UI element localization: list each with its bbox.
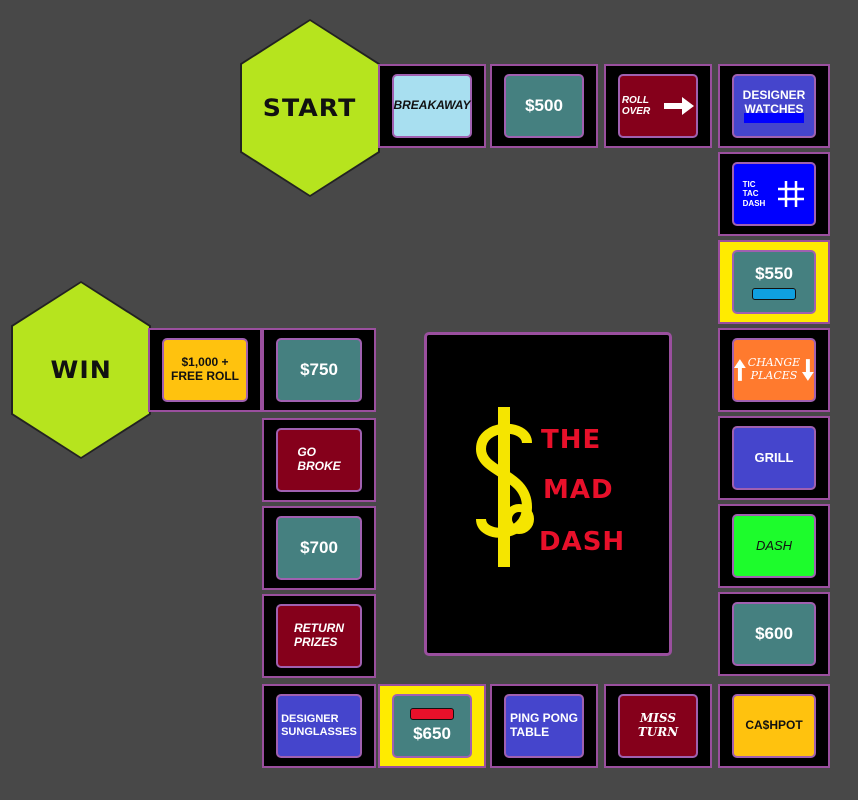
space-label: $750 (300, 360, 338, 380)
space-650[interactable]: $650 (378, 684, 486, 768)
win-space: WIN (11, 281, 151, 459)
watch-strip (744, 112, 804, 123)
space-return-prizes[interactable]: RETURN PRIZES (262, 594, 376, 678)
space-label: GO BROKE (297, 445, 341, 473)
space-label: $500 (525, 96, 563, 116)
space-550[interactable]: $550 (718, 240, 830, 324)
space-grill[interactable]: GRILL (718, 416, 830, 500)
game-logo-panel: THE MAD DASH (424, 332, 672, 656)
space-label: DASH (755, 537, 793, 553)
arrow-down-icon (802, 359, 814, 381)
space-700[interactable]: $700 (262, 506, 376, 590)
space-label: $1,000 + FREE ROLL (171, 355, 239, 383)
space-750[interactable]: $750 (262, 328, 376, 412)
space-designer-sunglasses[interactable]: DESIGNER SUNGLASSES (262, 684, 376, 768)
space-breakaway[interactable]: BREAKAWAY (378, 64, 486, 148)
space-label: RETURN PRIZES (294, 621, 344, 649)
space-label: $600 (755, 624, 793, 644)
space-label: CHANGE PLACES (747, 356, 801, 382)
space-designer-watches[interactable]: DESIGNER WATCHES (718, 64, 830, 148)
logo-mad: MAD (543, 475, 614, 505)
start-label: START (263, 94, 357, 122)
space-label: $650 (413, 724, 451, 744)
logo-dash: DASH (539, 527, 626, 557)
space-label: $700 (300, 538, 338, 558)
space-label: BREAKAWAY (393, 98, 471, 113)
arrow-up-icon (734, 359, 746, 381)
space-label: DESIGNER SUNGLASSES (281, 713, 357, 738)
space-label: MISS TURN (637, 711, 679, 739)
space-ping-pong-table[interactable]: PING PONG TABLE (490, 684, 598, 768)
space-label: PING PONG TABLE (509, 711, 578, 739)
space-label: CA$HPOT (745, 718, 803, 733)
grid-icon (778, 181, 805, 207)
space-label: ROLL OVER (621, 94, 651, 118)
space-change-places[interactable]: CHANGE PLACES (718, 328, 830, 412)
space-500[interactable]: $500 (490, 64, 598, 148)
logo-the: THE (541, 425, 602, 455)
start-space: START (240, 19, 380, 197)
space-label: GRILL (754, 449, 794, 465)
space-label: $550 (755, 264, 793, 284)
win-label: WIN (50, 356, 112, 384)
space-label: DESIGNER WATCHES (742, 88, 806, 116)
dollar-sign-icon (475, 407, 534, 567)
space-miss-turn[interactable]: MISS TURN (604, 684, 712, 768)
space-go-broke[interactable]: GO BROKE (262, 418, 376, 502)
player-token-red (410, 708, 454, 721)
player-token-blue (752, 287, 796, 300)
space-free-roll[interactable]: $1,000 + FREE ROLL (148, 328, 262, 412)
space-600[interactable]: $600 (718, 592, 830, 676)
space-label: TIC TAC DASH (742, 180, 766, 208)
space-roll-over[interactable]: ROLL OVER (604, 64, 712, 148)
space-tic-tac-dash[interactable]: TIC TAC DASH (718, 152, 830, 236)
arrow-right-icon (664, 97, 695, 115)
space-cashpot[interactable]: CA$HPOT (718, 684, 830, 768)
space-dash[interactable]: DASH (718, 504, 830, 588)
